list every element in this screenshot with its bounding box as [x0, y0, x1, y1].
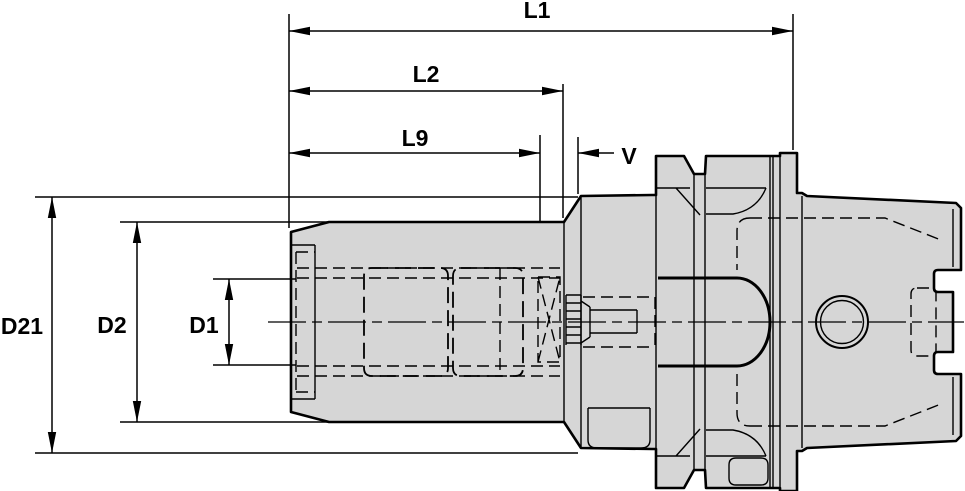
- arrowhead-d2-bottom: [132, 401, 142, 422]
- dim-label-l1: L1: [524, 0, 551, 23]
- dim-label-d21: D21: [1, 313, 43, 339]
- arrowhead-d2-top: [132, 222, 142, 243]
- collet-sleeve-hidden: [363, 267, 524, 377]
- dim-label-l2: L2: [413, 61, 440, 87]
- dim-label-d1: D1: [189, 312, 219, 338]
- arrowhead-l2-right: [542, 86, 563, 96]
- dimension-lines: [35, 14, 794, 454]
- dim-label-d2: D2: [97, 312, 126, 338]
- arrowhead-v: [578, 148, 599, 158]
- arrowhead-d1-top: [224, 279, 234, 300]
- dimension-labels: L1 L2 L9 V D21 D2 D1: [1, 0, 637, 339]
- dim-label-l9: L9: [402, 125, 429, 151]
- arrowhead-l1-right: [772, 26, 793, 36]
- arrowhead-l2-left: [289, 86, 310, 96]
- dim-label-v: V: [621, 143, 637, 169]
- tool-holder-part: [268, 151, 964, 491]
- arrowhead-d21-bottom: [47, 432, 57, 453]
- arrowhead-l9-left: [289, 148, 310, 158]
- arrowhead-d21-top: [47, 197, 57, 218]
- arrowhead-d1-bottom: [224, 344, 234, 365]
- dimension-arrowheads: [47, 26, 793, 453]
- arrowhead-l1-left: [289, 26, 310, 36]
- arrowhead-l9-right: [519, 148, 540, 158]
